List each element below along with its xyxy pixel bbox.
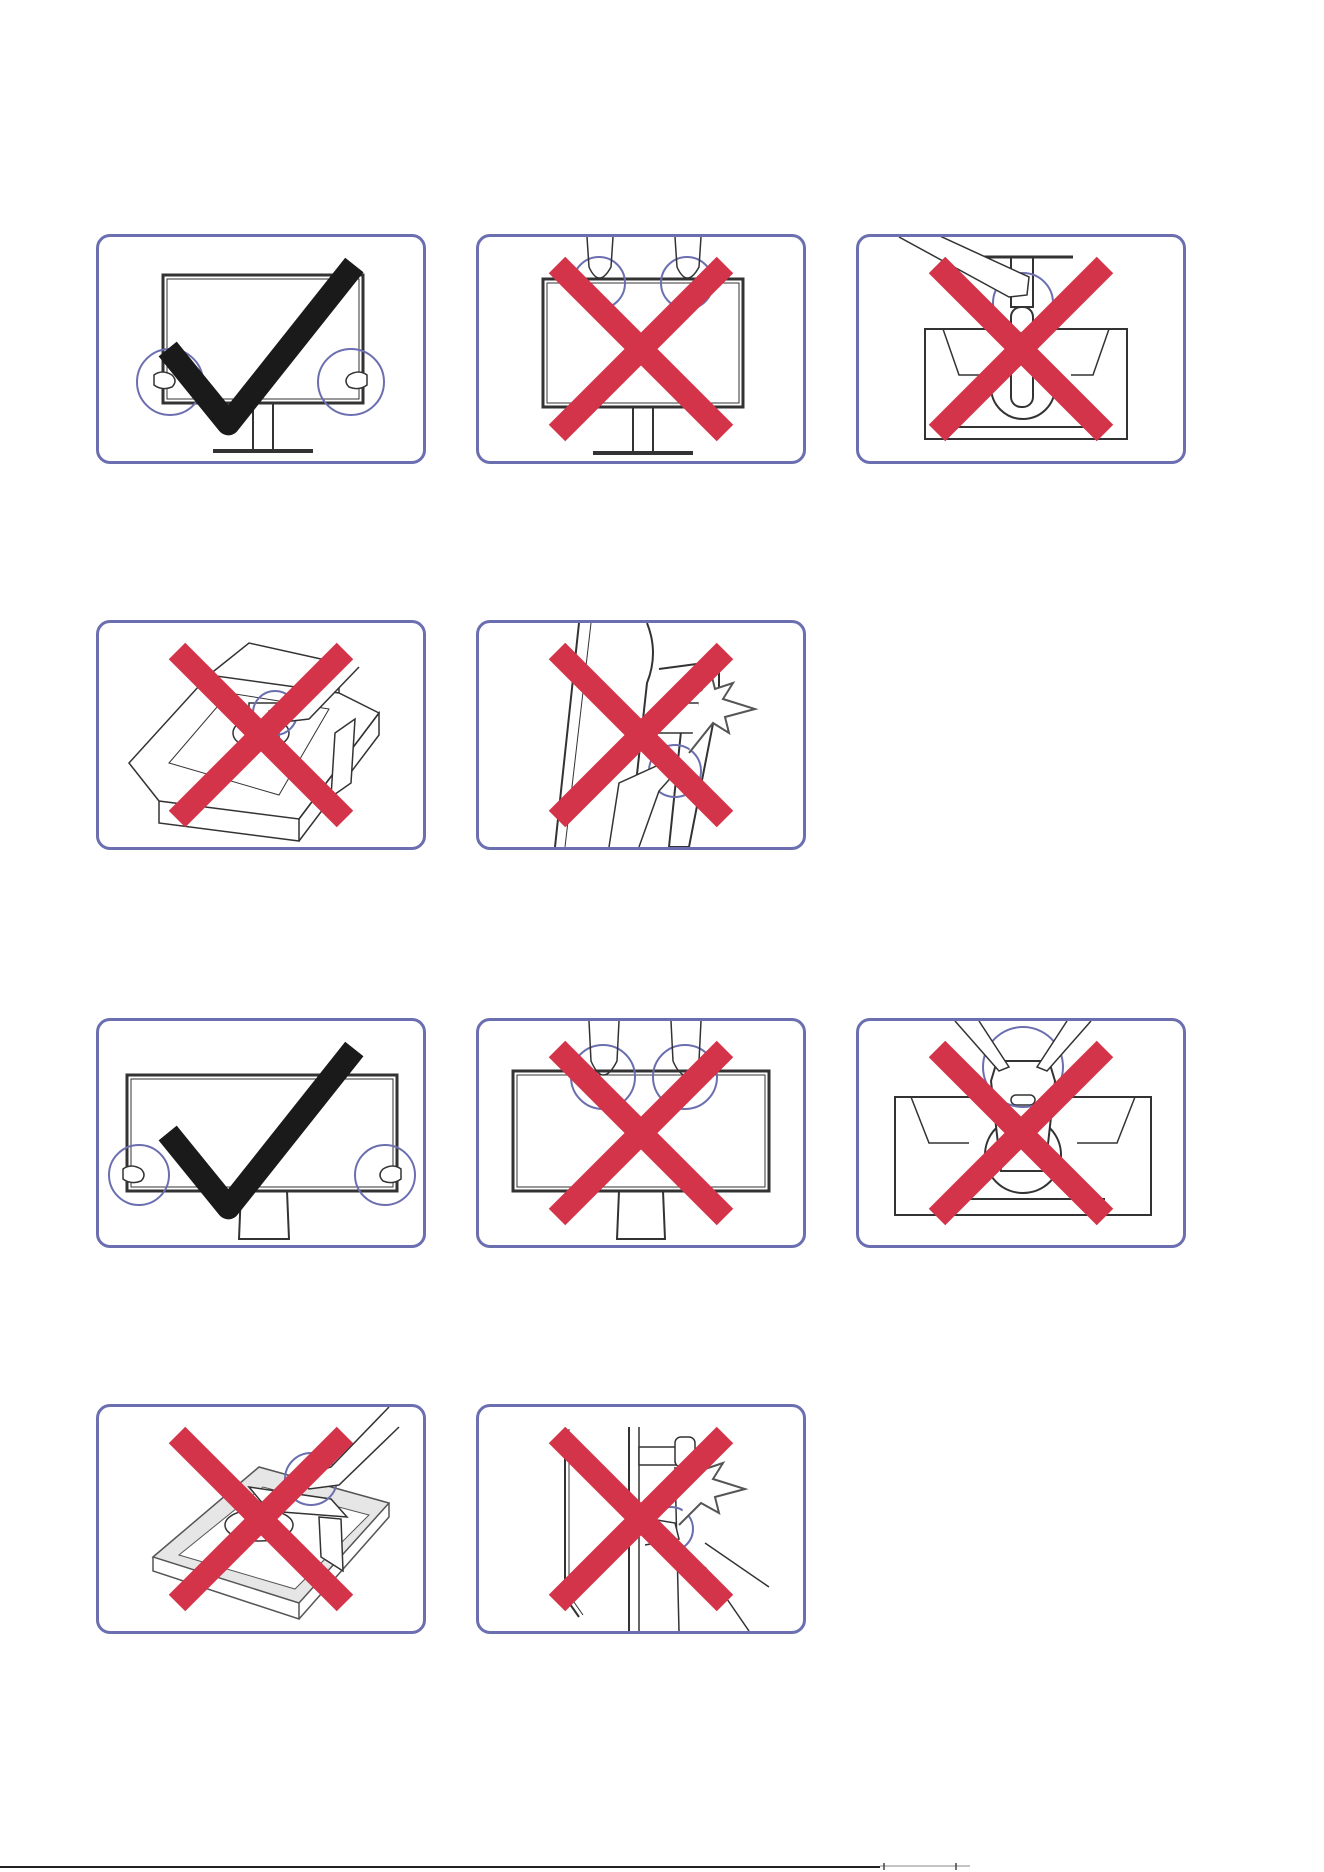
- panel-wide-hold-top-wrong: [476, 1018, 806, 1248]
- panel-wide-hold-stand-wrong: [856, 1018, 1186, 1248]
- cross-mark-icon: [479, 237, 803, 461]
- check-mark-icon: [99, 237, 423, 461]
- cross-mark-icon: [479, 1407, 803, 1631]
- cross-mark-icon: [479, 1021, 803, 1245]
- cross-mark-icon: [479, 623, 803, 847]
- panel-tray-lift-wrong: [96, 1404, 426, 1634]
- cross-mark-icon: [859, 237, 1183, 461]
- panel-wide-hold-sides-correct: [96, 1018, 426, 1248]
- panel-hold-sides-correct: [96, 234, 426, 464]
- cross-mark-icon: [99, 623, 423, 847]
- panel-hold-stand-wrong: [856, 234, 1186, 464]
- panel-finger-pinch-wrong-2: [476, 1404, 806, 1634]
- panel-box-lift-wrong: [96, 620, 426, 850]
- panel-finger-pinch-wrong: [476, 620, 806, 850]
- panel-hold-top-wrong: [476, 234, 806, 464]
- cross-mark-icon: [859, 1021, 1183, 1245]
- cross-mark-icon: [99, 1407, 423, 1631]
- footer-rule-end-marks: [880, 1862, 970, 1870]
- check-mark-icon: [99, 1021, 423, 1245]
- footer-rule: [0, 1866, 880, 1868]
